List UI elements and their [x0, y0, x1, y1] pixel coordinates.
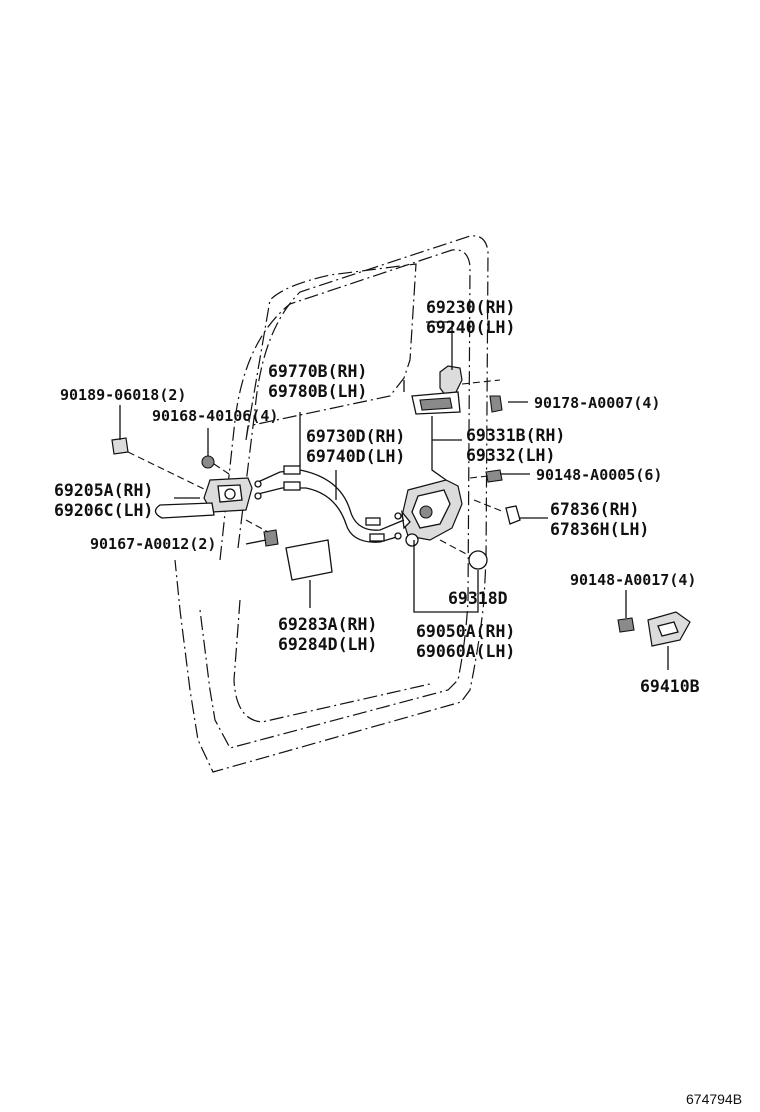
small-parts — [439, 499, 521, 582]
label-69283a: 69283A(RH) — [278, 615, 377, 634]
diagram-code: 674794B — [686, 1091, 742, 1107]
control-cables — [257, 465, 405, 543]
part-labels: 69230(RH) 69240(LH) 69770B(RH) 69780B(LH… — [54, 298, 742, 1107]
label-69060a: 69060A(LH) — [416, 642, 515, 661]
label-90168: 90168-40106(4) — [152, 407, 278, 425]
label-90178: 90178-A0007(4) — [534, 394, 660, 412]
label-90167: 90167-A0012(2) — [90, 535, 216, 553]
inside-handle-part — [154, 477, 253, 519]
leader-lines — [174, 321, 548, 613]
fasteners — [201, 395, 635, 633]
window-frame-part — [411, 340, 501, 415]
door-outline — [174, 235, 489, 773]
cover-part — [285, 539, 333, 608]
label-90189: 90189-06018(2) — [60, 386, 186, 404]
striker-part — [647, 611, 691, 670]
label-67836h: 67836H(LH) — [550, 520, 649, 539]
label-69240: 69240(LH) — [426, 318, 515, 337]
door-lock-part — [401, 479, 463, 547]
label-69230: 69230(RH) — [426, 298, 515, 317]
label-69318d: 69318D — [448, 589, 508, 608]
label-67836: 67836(RH) — [550, 500, 639, 519]
label-69730d: 69730D(RH) — [306, 427, 405, 446]
label-69050a: 69050A(RH) — [416, 622, 515, 641]
label-69205a: 69205A(RH) — [54, 481, 153, 500]
label-90148-a0005: 90148-A0005(6) — [536, 466, 662, 484]
label-69284d: 69284D(LH) — [278, 635, 377, 654]
label-69206c: 69206C(LH) — [54, 501, 153, 520]
label-90148-a0017: 90148-A0017(4) — [570, 571, 696, 589]
label-69770b: 69770B(RH) — [268, 362, 367, 381]
label-69410b: 69410B — [640, 677, 700, 696]
label-69331b: 69331B(RH) — [466, 426, 565, 445]
label-69332: 69332(LH) — [466, 446, 555, 465]
clip-part — [111, 405, 207, 491]
label-69780b: 69780B(LH) — [268, 382, 367, 401]
label-69740d: 69740D(LH) — [306, 447, 405, 466]
